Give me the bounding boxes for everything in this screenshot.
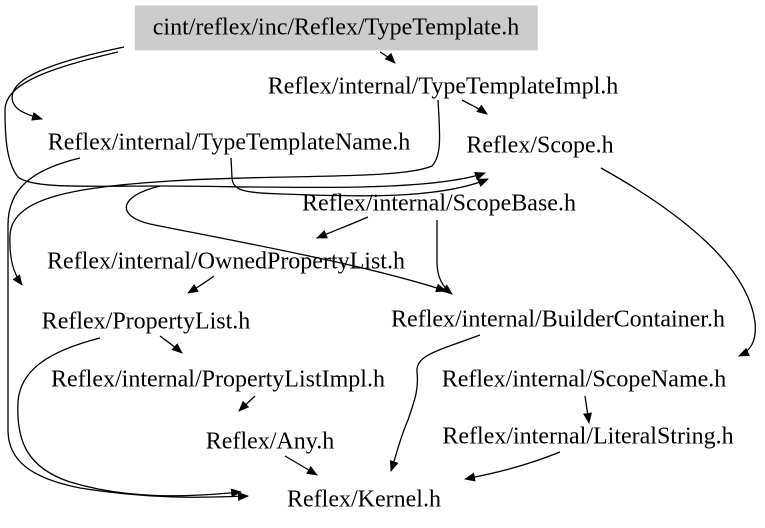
edge-buildercontainer-kernel <box>389 334 481 472</box>
edge-any-kernel <box>284 455 318 476</box>
graph-node-kernel[interactable]: Reflex/Kernel.h <box>287 486 441 513</box>
graph-node-scopename[interactable]: Reflex/internal/ScopeName.h <box>441 366 727 393</box>
edge-scopename-literalstring <box>583 395 592 424</box>
edge-typetemplate-typetemplateimpl <box>379 51 396 64</box>
edge-typetemplatename-scope <box>230 157 489 197</box>
edge-typetemplate-scope <box>4 51 486 189</box>
edge-scope-scopename <box>600 167 756 357</box>
edge-propertylist-kernel <box>17 337 242 498</box>
graph-node-buildercontainer[interactable]: Reflex/internal/BuilderContainer.h <box>391 306 725 333</box>
graph-node-typetemplate[interactable]: cint/reflex/inc/Reflex/TypeTemplate.h <box>134 4 538 51</box>
graph-node-propertylist[interactable]: Reflex/PropertyList.h <box>41 308 251 335</box>
graph-node-scope[interactable]: Reflex/Scope.h <box>466 132 614 159</box>
edge-typetemplateimpl-scope <box>461 99 488 115</box>
edge-literalstring-kernel <box>464 451 561 482</box>
graph-node-ownedpropertylist[interactable]: Reflex/internal/OwnedPropertyList.h <box>47 248 405 275</box>
edge-propertylistimpl-any <box>238 395 256 412</box>
edge-typetemplate-typetemplatename <box>11 46 125 121</box>
graph-node-typetemplatename[interactable]: Reflex/internal/TypeTemplateName.h <box>47 129 411 156</box>
graph-node-propertylistimpl[interactable]: Reflex/internal/PropertyListImpl.h <box>51 366 385 393</box>
graph-node-literalstring[interactable]: Reflex/internal/LiteralString.h <box>442 423 734 450</box>
edge-propertylist-propertylistimpl <box>159 335 183 354</box>
edge-scopebase-ownedpropertylist <box>316 216 369 239</box>
edge-typetemplateimpl-buildercontainer <box>125 185 447 293</box>
edge-scopebase-buildercontainer <box>436 220 453 295</box>
edge-typetemplateimpl-propertylist <box>9 99 441 286</box>
edge-typetemplatename-kernel <box>7 157 249 501</box>
graph-node-any[interactable]: Reflex/Any.h <box>205 428 335 455</box>
graph-node-scopebase[interactable]: Reflex/internal/ScopeBase.h <box>302 190 576 217</box>
graph-node-typetemplateimpl[interactable]: Reflex/internal/TypeTemplateImpl.h <box>267 73 619 100</box>
edge-ownedpropertylist-propertylist <box>187 275 215 294</box>
